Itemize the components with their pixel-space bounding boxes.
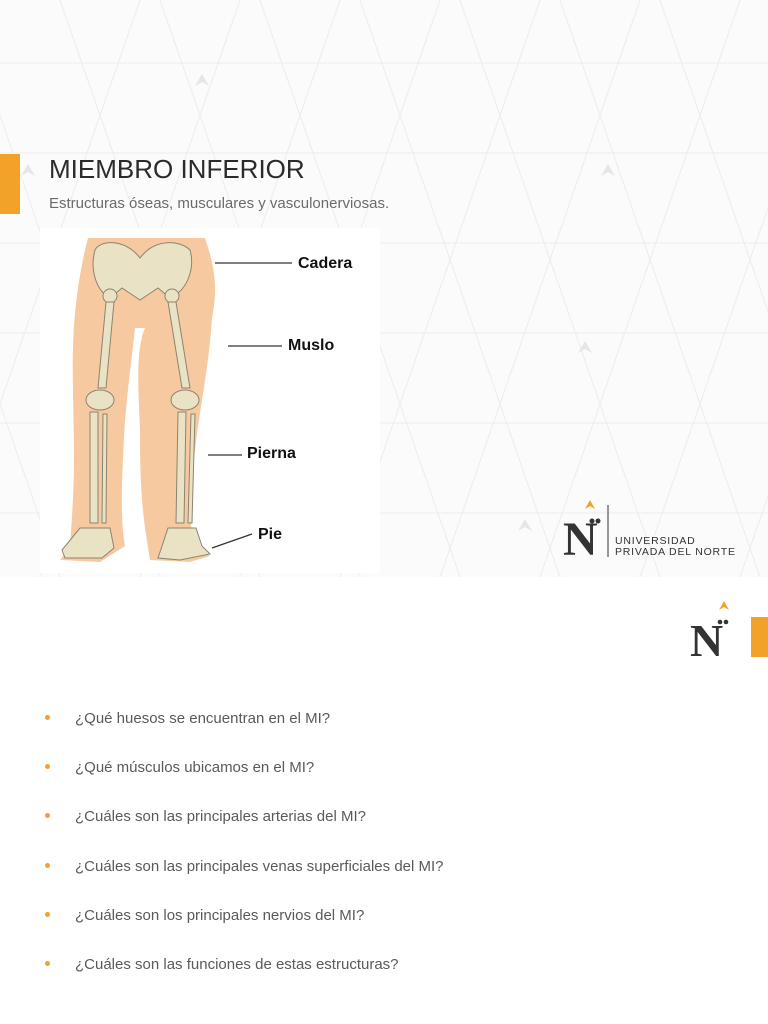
tibia-right: [175, 411, 187, 524]
tibia-left: [89, 411, 99, 524]
slide-2: [0, 577, 768, 1024]
slide-1: MIEMBRO INFERIOR Estructuras óseas, musc…: [0, 0, 768, 577]
label-cadera: Cadera: [298, 255, 353, 272]
fibula-right: [187, 413, 196, 524]
slide2-accent-bar: [751, 617, 768, 657]
question-text: ¿Qué músculos ubicamos en el MI?: [75, 759, 315, 777]
svg-text:N: N: [690, 615, 723, 662]
foot-left: [61, 527, 115, 559]
title-accent-bar: [0, 154, 20, 214]
slide-subtitle: Estructuras óseas, musculares y vasculon…: [49, 195, 390, 212]
question-text: ¿Cuáles son los principales nervios del …: [75, 906, 365, 924]
femur-right: [167, 301, 191, 389]
bullet-dot-icon: [45, 813, 50, 819]
upn-logo-icon: N: [690, 601, 729, 662]
bullet-dot-icon: [45, 715, 50, 720]
university-name-line2: PRIVADA DEL NORTE: [615, 546, 736, 558]
fibula-left: [101, 413, 108, 524]
pelvis-bone: [92, 242, 193, 301]
university-name: UNIVERSIDAD PRIVADA DEL NORTE: [615, 536, 736, 558]
foot-right: [157, 527, 212, 561]
bullet-dot-icon: [45, 960, 50, 966]
upn-logo-icon: N: [563, 500, 609, 561]
label-muslo: Muslo: [288, 337, 335, 354]
bullet-dot-icon: [45, 764, 50, 770]
question-text: ¿Cuáles son las funciones de estas estru…: [75, 955, 399, 973]
slide-title: MIEMBRO INFERIOR: [49, 154, 305, 184]
lower-limb-figure: Cadera Muslo Pierna Pie: [40, 228, 380, 573]
femur-left: [97, 301, 115, 389]
label-pierna: Pierna: [247, 445, 296, 462]
question-text: ¿Cuáles son las principales arterias del…: [75, 808, 366, 826]
question-text: ¿Cuáles son las principales venas superf…: [75, 857, 444, 875]
university-name-line1: UNIVERSIDAD: [615, 535, 696, 547]
question-text: ¿Qué huesos se encuentran en el MI?: [75, 710, 331, 727]
lower-limb-illustration: [60, 238, 292, 562]
label-pie: Pie: [258, 526, 283, 543]
bullet-dot-icon: [45, 911, 50, 917]
bullet-dot-icon: [45, 862, 50, 868]
